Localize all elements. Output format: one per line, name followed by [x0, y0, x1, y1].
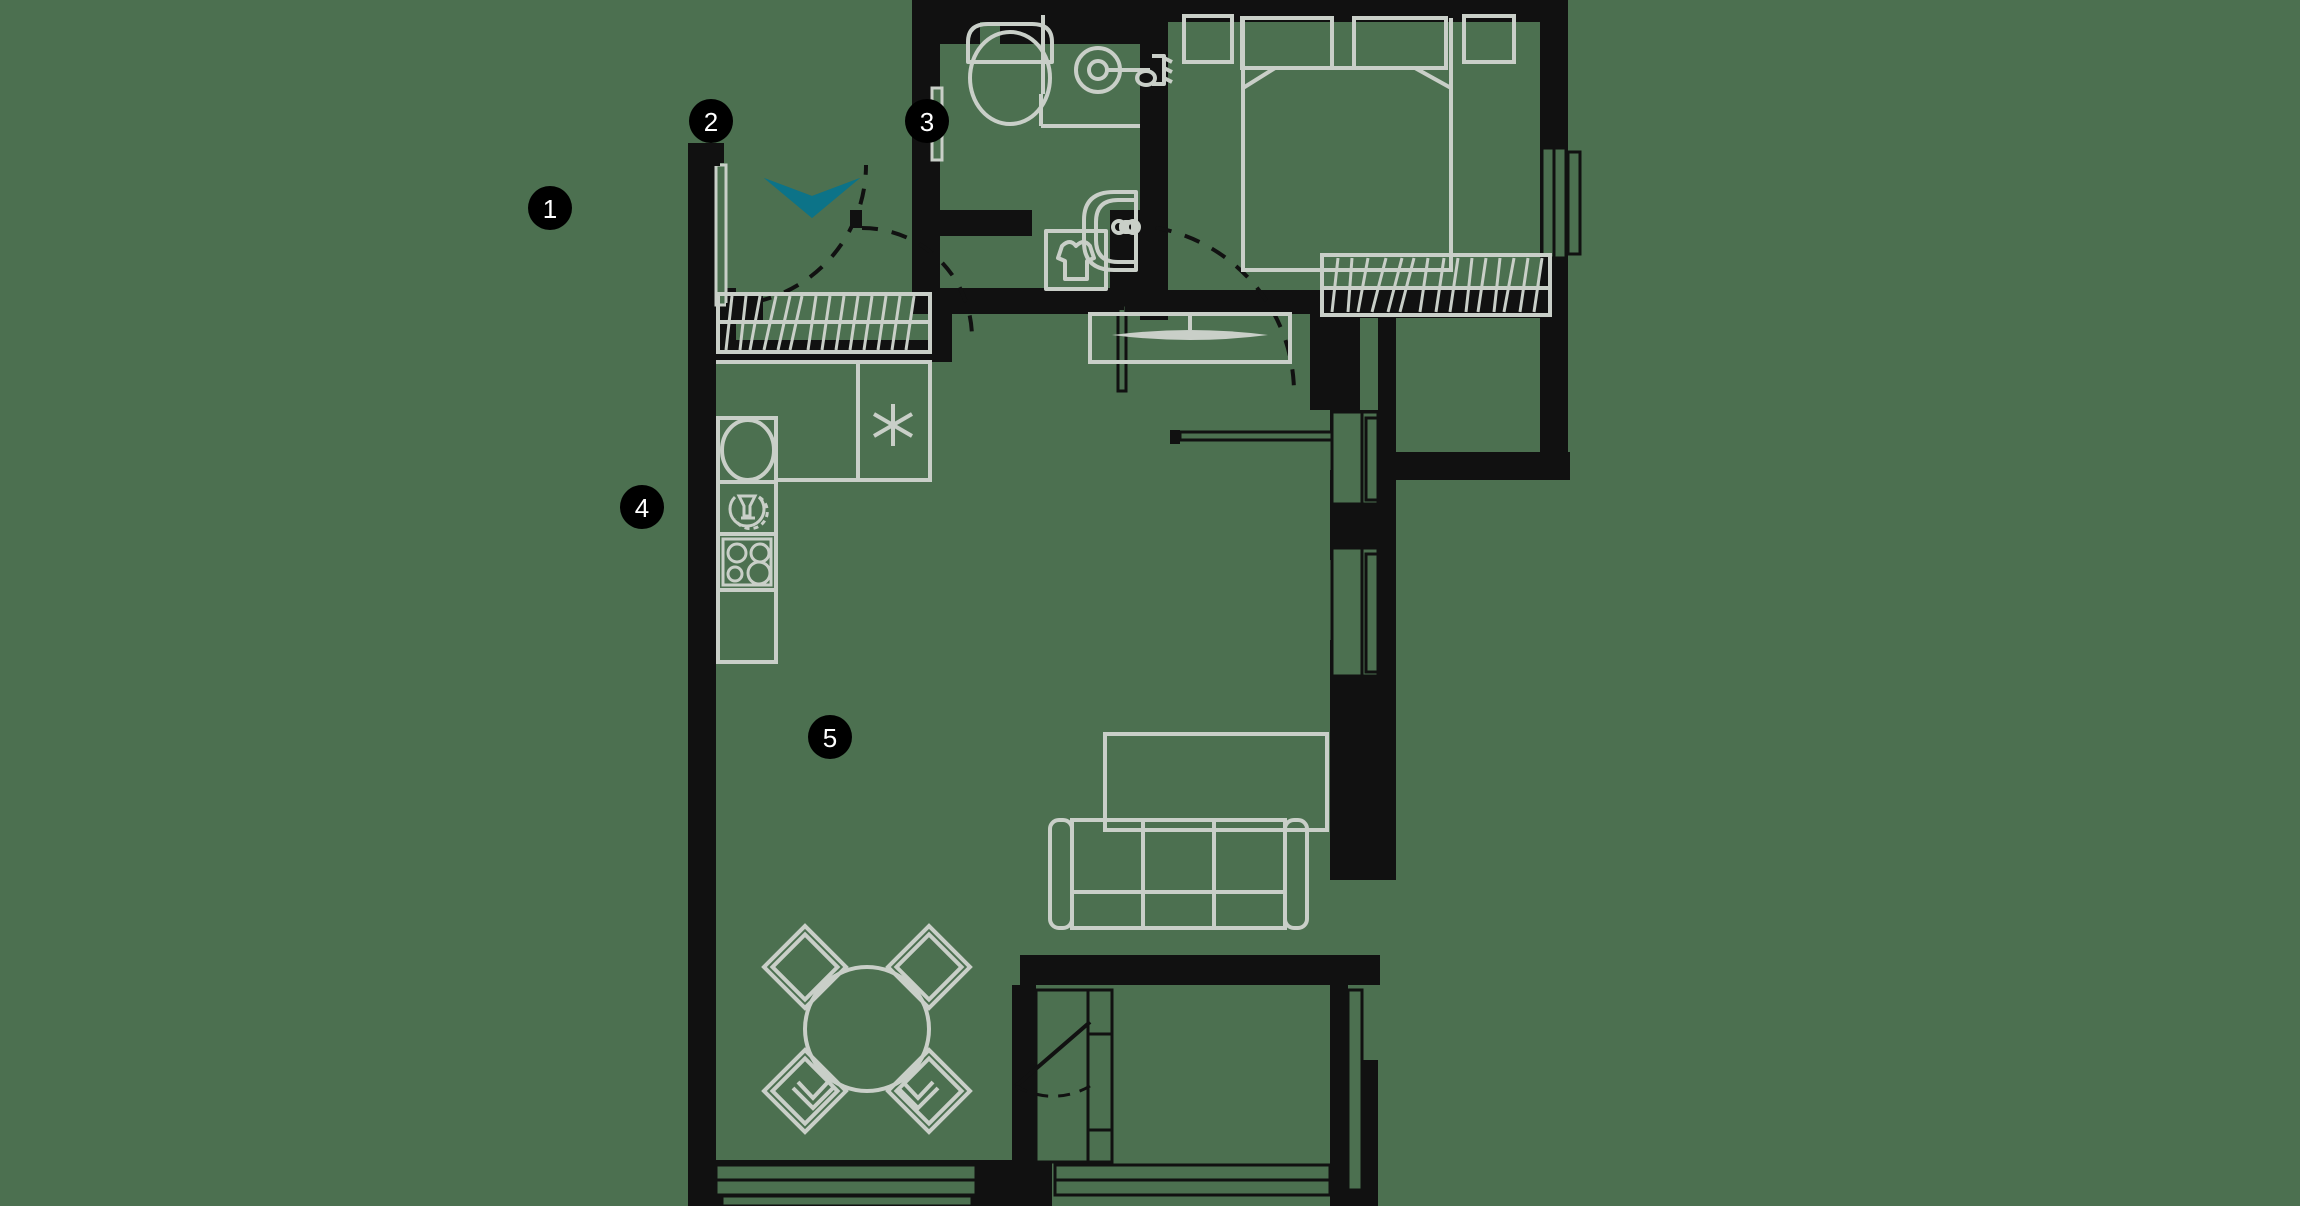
- hall-wardrobe: [716, 292, 932, 354]
- living-window-right-upper: [1330, 410, 1380, 506]
- bedroom-window-right: [1540, 146, 1582, 260]
- room-badge-3-label: 3: [920, 107, 934, 137]
- bedroom-wardrobe: [1320, 253, 1552, 317]
- shower-enclosure: [1039, 15, 1140, 128]
- room-badge-2[interactable]: 2: [689, 99, 733, 143]
- nightstand-left: [1182, 14, 1234, 64]
- bottom-window-left: [714, 1163, 978, 1206]
- windows-group: [714, 146, 1582, 1206]
- living-window-right-lower: [1330, 546, 1380, 678]
- room-badges-group[interactable]: 1 2 3 4 5: [528, 99, 949, 759]
- living-furniture-group: [1048, 732, 1329, 930]
- bedroom-door[interactable]: [1108, 223, 1334, 444]
- bedroom-furniture-group: [1182, 14, 1552, 317]
- room-badge-1-label: 1: [543, 194, 557, 224]
- washbasin-fixture: [1082, 190, 1141, 272]
- three-seat-sofa: [1048, 818, 1309, 930]
- balcony-glazing: [1346, 988, 1364, 1192]
- entrance-door[interactable]: [706, 152, 868, 307]
- bathroom-fixtures-group: [966, 15, 1173, 291]
- room-badge-5-label: 5: [823, 723, 837, 753]
- room-badge-2-label: 2: [704, 107, 718, 137]
- balcony-door[interactable]: [1014, 988, 1114, 1164]
- room-badge-4[interactable]: 4: [620, 485, 664, 529]
- room-badge-3[interactable]: 3: [905, 99, 949, 143]
- entrance-marker-icon: [764, 178, 860, 218]
- bottom-window-center: [1053, 1163, 1332, 1197]
- console-desk: [1088, 312, 1292, 364]
- washing-machine-appliance: [1044, 229, 1108, 291]
- dining-chair: [761, 923, 849, 1011]
- round-dining-table: [761, 923, 973, 1135]
- room-badge-4-label: 4: [635, 493, 649, 523]
- toilet-fixture: [966, 22, 1054, 126]
- dining-chair: [885, 923, 973, 1011]
- floor-chevron-marks: [791, 1080, 940, 1111]
- double-bed: [1240, 16, 1453, 272]
- shower-head-fixture: [1074, 46, 1173, 94]
- nightstand-right: [1462, 14, 1516, 64]
- dining-chair: [761, 1047, 849, 1135]
- bathroom-door[interactable]: [850, 210, 974, 339]
- room-badge-1[interactable]: 1: [528, 186, 572, 230]
- kitchen-group: [716, 292, 932, 664]
- snowflake-icon: [872, 404, 914, 446]
- dining-chair: [885, 1047, 973, 1135]
- room-badge-5[interactable]: 5: [808, 715, 852, 759]
